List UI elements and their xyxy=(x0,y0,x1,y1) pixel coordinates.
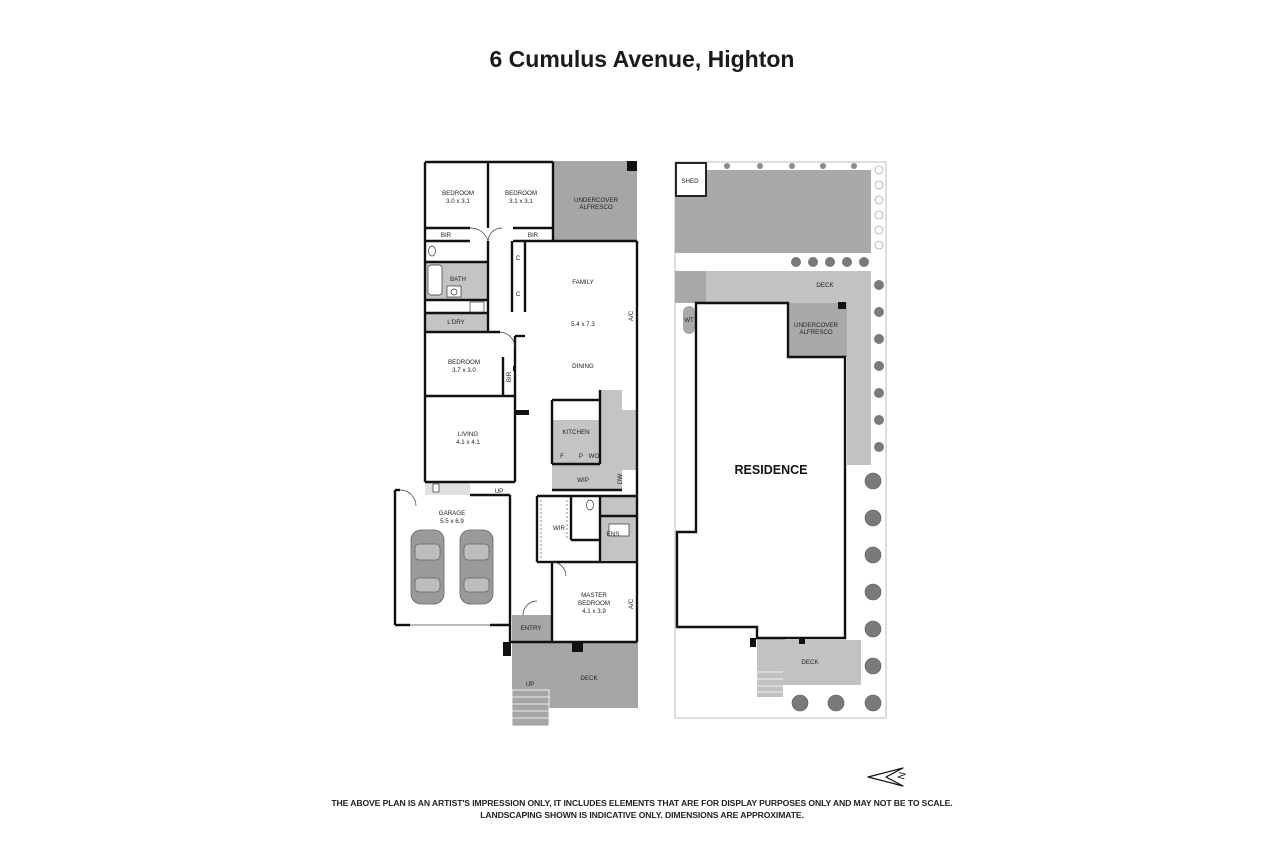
wir-label: WIR xyxy=(553,525,566,532)
disclaimer-line-1: THE ABOVE PLAN IS AN ARTIST'S IMPRESSION… xyxy=(331,798,953,808)
car-right-icon xyxy=(459,529,494,605)
undercover-alfresco-label-2: ALFRESCO xyxy=(579,204,613,211)
large-shrubs xyxy=(791,472,882,712)
door-swings xyxy=(399,227,567,616)
kitchen-label: KITCHEN xyxy=(562,429,589,436)
ac-family-label: A/C xyxy=(628,310,635,321)
site-deck-front-label: DECK xyxy=(801,659,819,666)
bedroom-b-label: BEDROOM xyxy=(505,190,537,197)
north-arrow-letter: N xyxy=(896,771,908,781)
shrub-row-top xyxy=(791,257,869,267)
north-arrow-icon: N xyxy=(867,767,909,787)
site-alfresco-label-1: UNDERCOVER xyxy=(794,322,839,329)
bir-b-label: BIR xyxy=(528,232,539,239)
undercover-alfresco-area xyxy=(553,161,637,241)
disclaimer-line-2: LANDSCAPING SHOWN IS INDICATIVE ONLY. DI… xyxy=(480,810,804,820)
bedroom-a-size: 3.0 x 3.1 xyxy=(446,198,470,205)
bedroom-c-size: 3.7 x 3.0 xyxy=(452,367,476,374)
laundry-label: L'DRY xyxy=(447,319,465,326)
bedroom-c-label: BEDROOM xyxy=(448,359,480,366)
site-alfresco xyxy=(788,303,847,357)
ac-master-label: A/C xyxy=(628,598,635,609)
ensuite-label: ENS xyxy=(607,531,620,538)
bedroom-a-label: BEDROOM xyxy=(442,190,474,197)
wip-floor xyxy=(552,464,622,490)
site-post-front-b xyxy=(799,638,805,644)
wir-rails xyxy=(540,500,568,558)
deck-label: DECK xyxy=(580,675,598,682)
floor-plan: BEDROOM 3.0 x 3.1 BEDROOM 3.1 x 3.1 BIR … xyxy=(393,160,639,727)
bir-a-label: BIR xyxy=(441,232,452,239)
rear-hardstand xyxy=(675,170,871,253)
fridge-label: F xyxy=(560,453,564,460)
dining-label: DINING xyxy=(572,363,594,370)
cupboard-2-label: C xyxy=(516,291,521,298)
kitchen-side-bench xyxy=(622,410,637,470)
posts xyxy=(503,161,637,656)
site-post xyxy=(838,302,846,309)
master-bedroom-label-2: BEDROOM xyxy=(578,600,610,607)
living-label: LIVING xyxy=(458,431,478,438)
site-plan: SHED DECK UNDERCOVER ALFRESCO WT DECK RE… xyxy=(674,161,887,719)
kitchen-floor xyxy=(552,420,602,464)
garage-label: GARAGE xyxy=(439,510,465,517)
side-path xyxy=(675,271,706,303)
garage-up-label: UP xyxy=(495,488,504,495)
laundry-floor xyxy=(426,313,488,331)
master-bedroom-size: 4.1 x 3.9 xyxy=(582,608,606,615)
shrub-column-right xyxy=(874,280,884,452)
dishwasher-label: DW xyxy=(617,474,624,484)
wip-label: WIP xyxy=(577,477,589,484)
pantry-label: P xyxy=(579,453,583,460)
garage-step-floor xyxy=(425,483,470,495)
deck-up-label: UP xyxy=(526,681,535,688)
bedroom-b-size: 3.1 x 3.1 xyxy=(509,198,533,205)
undercover-alfresco-label-1: UNDERCOVER xyxy=(574,197,619,204)
site-front-steps xyxy=(757,671,783,693)
site-deck-rear-label: DECK xyxy=(816,282,834,289)
master-bedroom-label-1: MASTER xyxy=(581,592,607,599)
kitchen-bench xyxy=(600,390,622,464)
bir-c-label: BIR xyxy=(506,371,513,382)
cupboard-1-label: C xyxy=(516,255,521,262)
entry-area xyxy=(512,615,552,643)
residence-footprint xyxy=(675,301,847,640)
wall-oven-label: WO xyxy=(589,453,600,460)
shed-label: SHED xyxy=(681,178,699,185)
site-post-front-a xyxy=(750,638,756,647)
garage-size: 5.5 x 6.9 xyxy=(440,518,464,525)
residence-label: RESIDENCE xyxy=(735,463,808,477)
water-tank xyxy=(683,306,695,334)
front-steps xyxy=(511,689,550,727)
fixtures xyxy=(427,245,630,537)
bath-label: BATH xyxy=(450,276,466,283)
family-size: 5.4 x 7.3 xyxy=(571,321,595,328)
rear-plants xyxy=(724,163,857,169)
entry-label: ENTRY xyxy=(521,625,542,632)
car-left-icon xyxy=(410,529,445,605)
boundary-plants-hollow xyxy=(874,165,884,250)
floor-plan-walls xyxy=(393,160,639,644)
water-tank-label: WT xyxy=(684,317,694,324)
living-size: 4.1 x 4.1 xyxy=(456,439,480,446)
family-label: FAMILY xyxy=(572,279,594,286)
page-title: 6 Cumulus Avenue, Highton xyxy=(489,46,795,72)
front-deck xyxy=(757,620,861,697)
site-alfresco-label-2: ALFRESCO xyxy=(799,329,833,336)
shed xyxy=(675,162,707,197)
